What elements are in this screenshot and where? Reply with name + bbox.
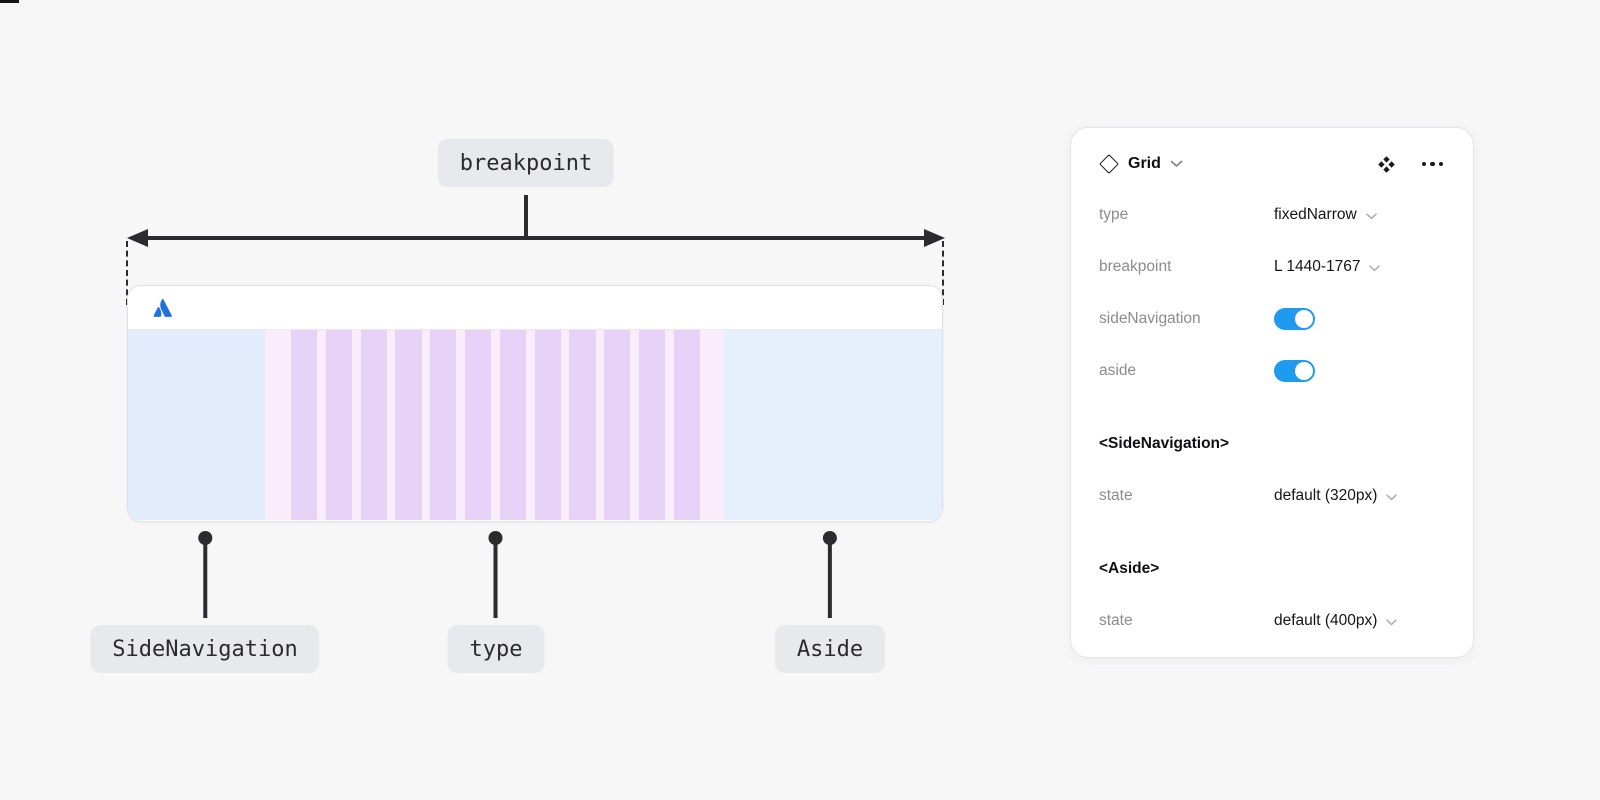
property-row-breakpoint: breakpoint L 1440-1767 (1099, 241, 1445, 293)
measure-arrow-right-icon (924, 229, 945, 247)
browser-preview-card (127, 285, 943, 522)
property-row-state: state default (400px) (1099, 595, 1445, 647)
breakpoint-callout-text: breakpoint (459, 150, 593, 176)
aside-toggle[interactable] (1274, 360, 1315, 382)
property-row-sidenavigation: sideNavigation (1099, 293, 1445, 345)
chevron-down-icon (1365, 212, 1377, 220)
grid-column (325, 330, 353, 520)
measure-arrow-left-icon (127, 229, 148, 247)
property-value-dropdown[interactable]: fixedNarrow (1274, 206, 1445, 224)
panel-header: Grid (1099, 128, 1445, 182)
chevron-down-icon (1386, 493, 1398, 501)
chevron-down-icon (1386, 618, 1398, 626)
breakpoint-callout-stem (524, 195, 528, 238)
callout-label: Aside (774, 625, 886, 673)
grid-column (291, 330, 318, 520)
callout-type: type (447, 531, 545, 673)
callout-dot (488, 531, 503, 545)
side-navigation-region (128, 330, 265, 520)
property-value-text: L 1440-1767 (1274, 258, 1361, 275)
property-value-dropdown[interactable]: L 1440-1767 (1274, 258, 1445, 276)
panel-title: Grid (1128, 155, 1161, 172)
chevron-down-icon[interactable] (1170, 160, 1183, 168)
toggle-knob (1295, 310, 1313, 328)
property-label: sideNavigation (1099, 310, 1201, 327)
dashed-guide-left (126, 241, 128, 305)
toggle-knob (1295, 362, 1313, 380)
grid-column (360, 330, 387, 520)
property-row-aside: aside (1099, 345, 1445, 397)
grid-columns-region (265, 330, 724, 520)
screen-artifact-mark (0, 0, 19, 3)
property-value-dropdown[interactable]: default (400px) (1274, 612, 1445, 630)
callout-label: type (447, 625, 545, 673)
grid-column (673, 330, 701, 520)
callout-sidenavigation: SideNavigation (90, 531, 320, 673)
callout-line (493, 544, 498, 618)
grid-column (569, 330, 596, 520)
breakpoint-measure-line (140, 236, 933, 240)
callout-dot (198, 531, 212, 545)
aside-region (724, 330, 942, 520)
dashed-guide-right (942, 241, 944, 305)
browser-topbar (128, 286, 942, 330)
grid-column (638, 330, 666, 520)
side-navigation-toggle[interactable] (1274, 308, 1315, 330)
grid-column (430, 330, 457, 520)
property-row-state: state default (320px) (1099, 470, 1445, 522)
property-label: breakpoint (1099, 258, 1172, 275)
page-layout-preview (128, 330, 942, 520)
component-section-heading: <Aside> (1099, 560, 1160, 577)
property-value-text: default (320px) (1274, 487, 1378, 504)
property-label: type (1099, 206, 1129, 223)
property-label: state (1099, 487, 1133, 504)
breakpoint-callout-label: breakpoint (437, 139, 615, 187)
component-section-heading: <SideNavigation> (1099, 435, 1230, 452)
grid-column (534, 330, 561, 520)
property-rows: type fixedNarrow breakpoint L 1440-1767 (1099, 189, 1445, 397)
property-value-text: default (400px) (1274, 612, 1378, 629)
callout-text: Aside (796, 636, 864, 662)
callout-aside: Aside (774, 531, 886, 673)
callout-dot (822, 531, 837, 545)
grid-column (604, 330, 631, 520)
callout-label: SideNavigation (90, 625, 320, 673)
component-diamond-icon (1099, 154, 1119, 174)
atlassian-logo-icon (153, 298, 172, 317)
component-swap-icon[interactable] (1377, 155, 1395, 173)
grid-column (464, 330, 492, 520)
aside-section: <Aside> state default (400px) (1099, 543, 1445, 647)
property-value-dropdown[interactable]: default (320px) (1274, 487, 1445, 505)
callout-line (203, 544, 207, 618)
sidenavigation-section: <SideNavigation> state default (320px) (1099, 418, 1445, 522)
property-label: aside (1099, 362, 1137, 379)
callout-text: type (469, 636, 523, 662)
property-label: state (1099, 612, 1133, 629)
grid-column (395, 330, 422, 520)
properties-panel: Grid type fixedNarrow (1070, 127, 1474, 658)
property-value-text: fixedNarrow (1274, 206, 1357, 223)
grid-column (499, 330, 527, 520)
chevron-down-icon (1369, 264, 1381, 272)
callout-text: SideNavigation (112, 636, 298, 662)
more-options-icon[interactable] (1421, 161, 1443, 167)
property-row-type: type fixedNarrow (1099, 189, 1445, 241)
callout-line (827, 544, 832, 618)
